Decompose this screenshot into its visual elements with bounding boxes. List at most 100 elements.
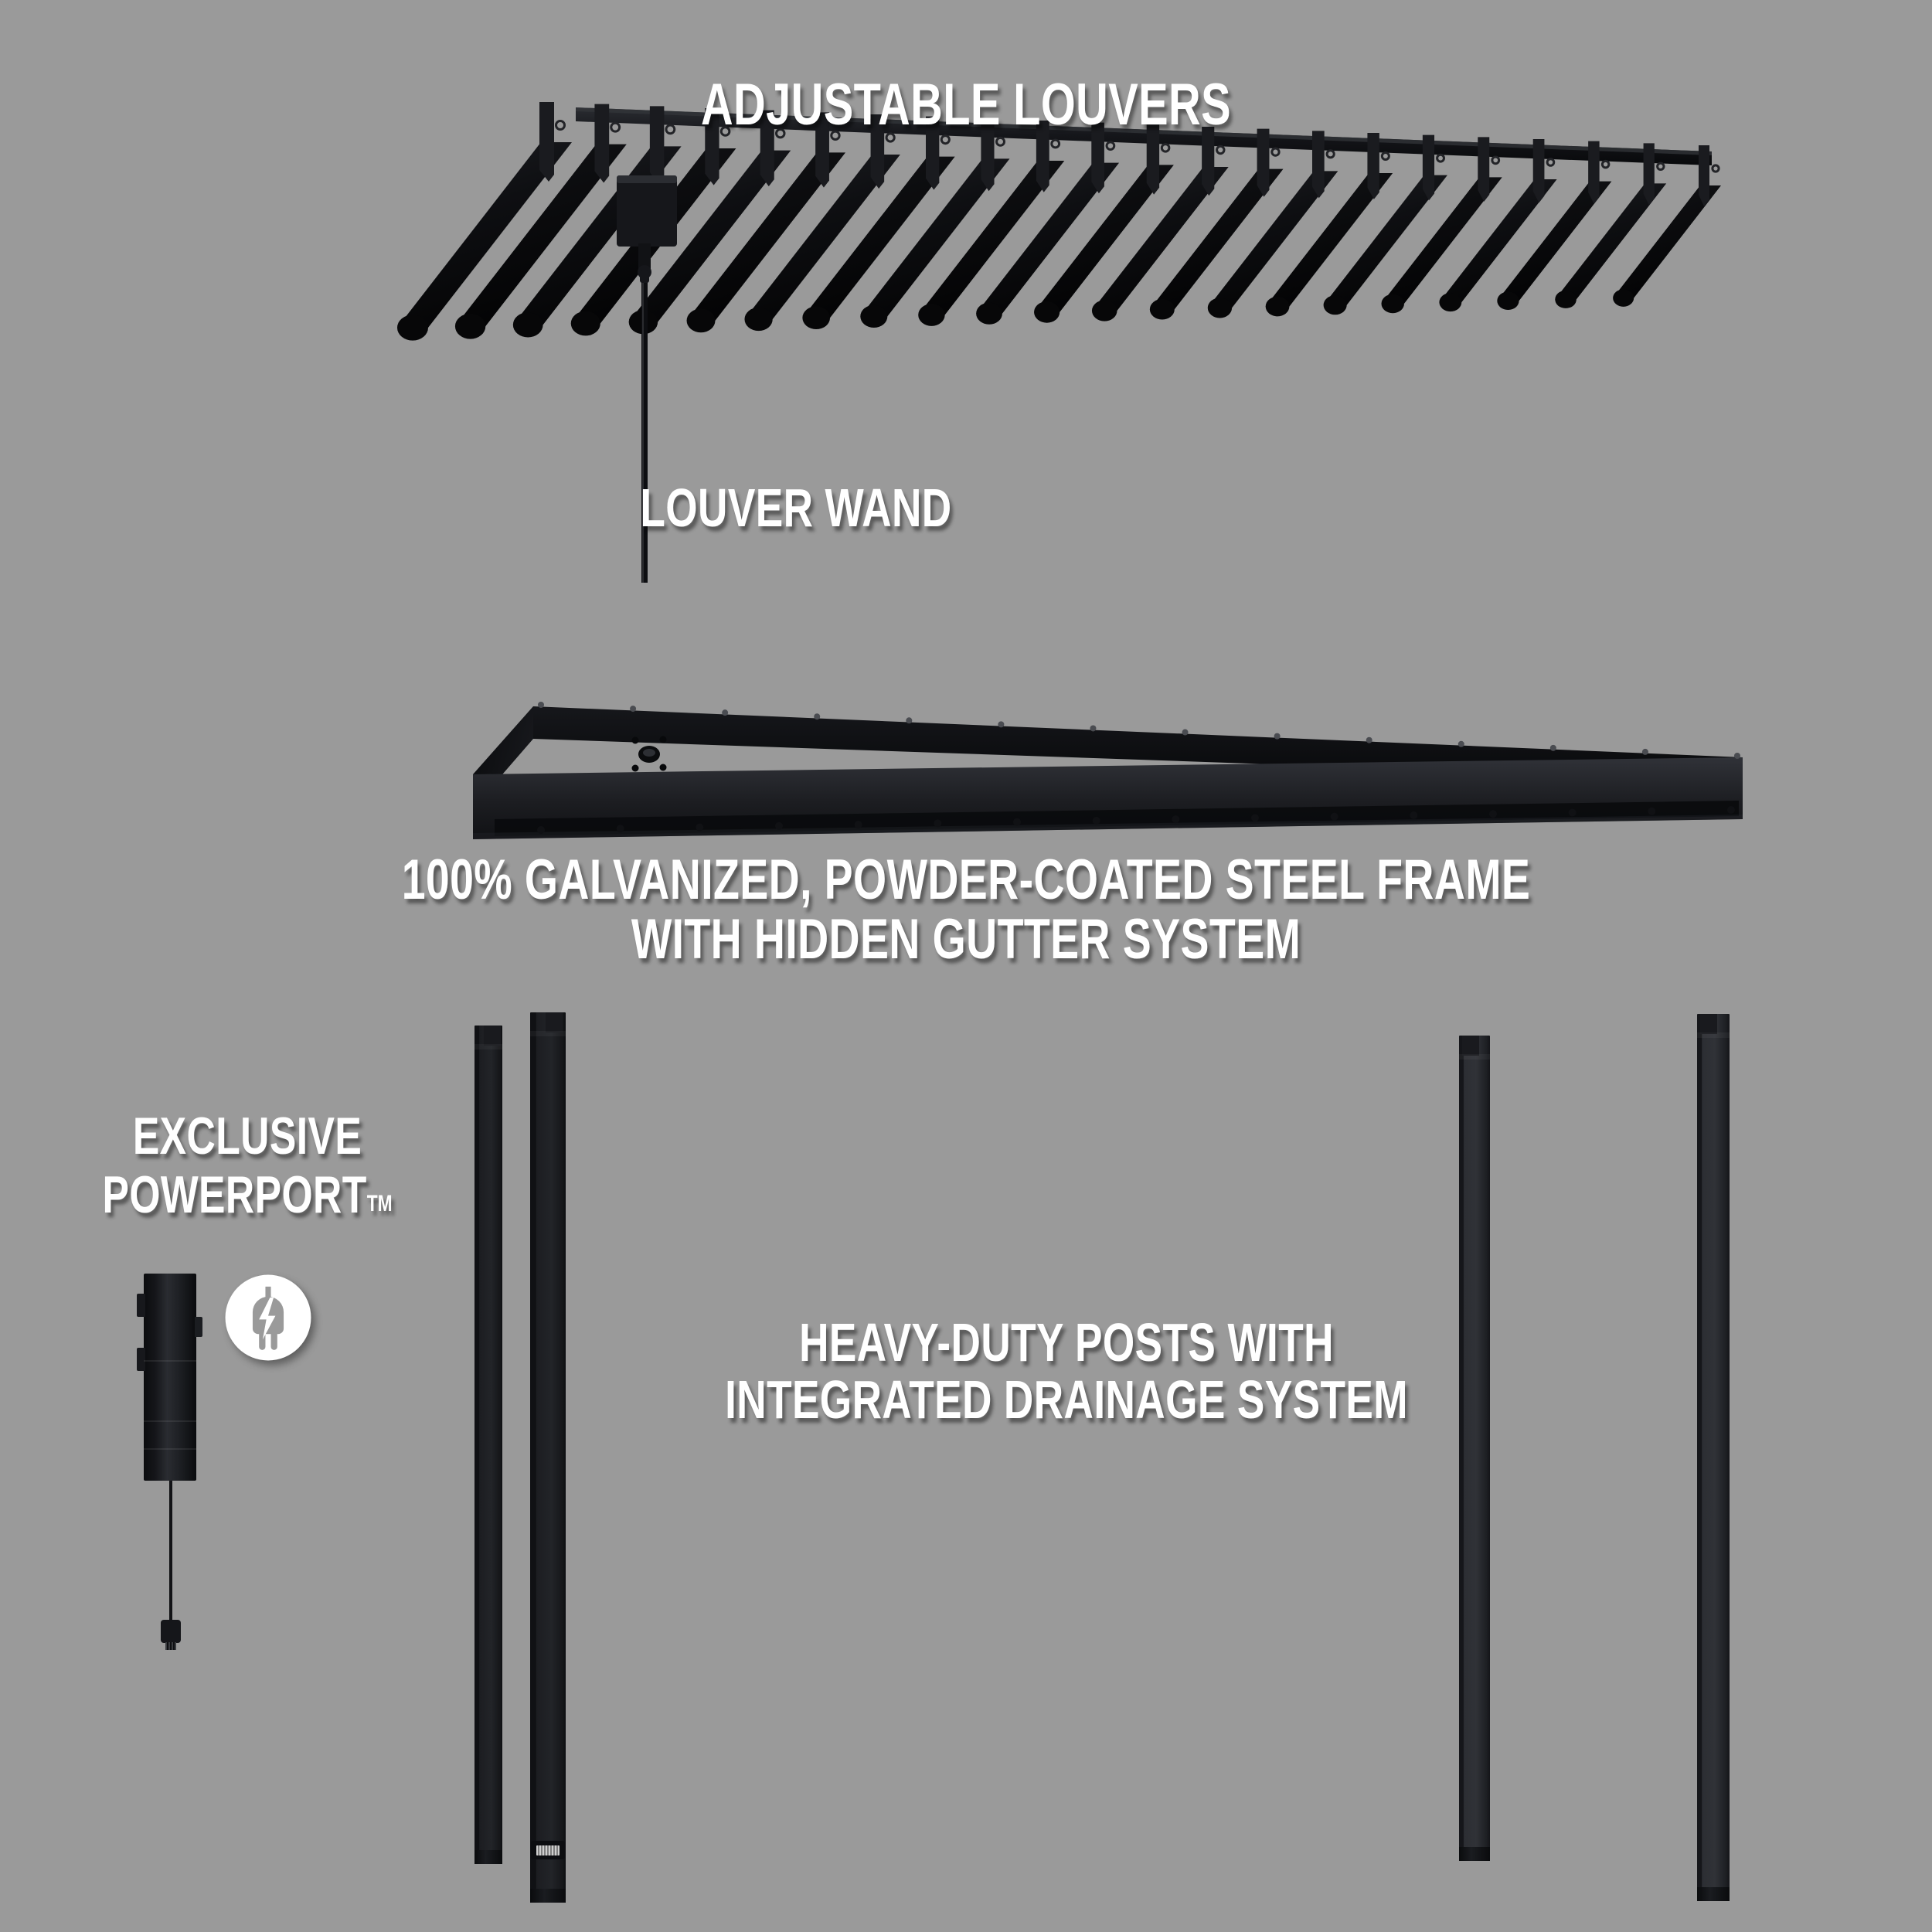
louver-pivot-bracket xyxy=(1478,137,1490,202)
louver-blade-tip xyxy=(397,315,428,341)
frame-bolt xyxy=(630,706,637,713)
powerport-cable xyxy=(169,1481,172,1628)
louver-linkage-pin xyxy=(1546,158,1556,167)
louver-pivot-bracket xyxy=(815,112,829,188)
frame-bolt xyxy=(854,821,862,829)
louver-blade-tip xyxy=(918,304,945,326)
caption-steel-frame: 100% GALVANIZED, POWDER-COATED STEEL FRA… xyxy=(320,850,1612,970)
louver-blade xyxy=(1323,175,1447,305)
louver-linkage-pin xyxy=(1600,159,1611,169)
post-right-front-foot xyxy=(1697,1887,1730,1901)
louver-pivot-bracket xyxy=(649,106,665,185)
post-left-front-foot xyxy=(530,1889,566,1903)
louver-blade-tip xyxy=(1265,296,1290,317)
powerport-seam-upper xyxy=(144,1360,196,1362)
louver-blade-tip xyxy=(1034,301,1060,323)
louver-linkage-pin xyxy=(995,136,1005,147)
louver-blade-tip xyxy=(802,306,831,330)
caption-posts-line1: HEAVY-DUTY POSTS WITH xyxy=(799,1312,1334,1372)
frame-bolt xyxy=(1549,744,1556,751)
post-left-rear-foot xyxy=(474,1850,502,1864)
frame-bolt xyxy=(906,717,913,724)
post-left-front-cap xyxy=(530,1031,566,1036)
frame-bolt xyxy=(1182,729,1189,736)
louver-linkage-pin xyxy=(719,126,731,137)
frame-bolt xyxy=(1090,725,1097,732)
louver-pivot-bracket xyxy=(1202,127,1215,196)
frame-bolt xyxy=(1366,736,1372,743)
caption-heavy-duty-posts: HEAVY-DUTY POSTS WITH INTEGRATED DRAINAG… xyxy=(549,1312,1583,1429)
post-drainage-vent xyxy=(531,1841,565,1859)
louver-blade xyxy=(918,161,1065,315)
steel-frame xyxy=(473,702,1743,839)
caption-powerport-line1: EXCLUSIVE xyxy=(132,1107,362,1165)
louver-blade-tip xyxy=(1555,290,1577,308)
louver-blade-tip xyxy=(512,312,543,338)
louver-pivot-bracket xyxy=(1146,124,1160,195)
frame-bolt xyxy=(1727,806,1735,814)
louver-linkage-pin xyxy=(1491,155,1501,165)
powerport-seam-base xyxy=(144,1448,196,1450)
post-left-rear-body xyxy=(474,1026,502,1864)
louver-linkage-pin xyxy=(1380,151,1390,161)
louver-blade-tip xyxy=(1381,294,1404,314)
louver-pivot-bracket xyxy=(705,108,719,185)
louver-blade xyxy=(397,142,572,328)
frame-bracket-plate xyxy=(631,736,667,772)
post-right-rear-tab xyxy=(1462,1036,1479,1056)
louver-blade xyxy=(802,156,955,318)
powerport-module xyxy=(137,1274,202,1481)
louver-blade xyxy=(1265,173,1393,307)
frame-bolt xyxy=(1274,733,1281,740)
frame-bolt xyxy=(1330,812,1338,821)
post-right-front xyxy=(1697,1014,1730,1901)
frame-bolt xyxy=(1251,814,1259,822)
louver-blade-tip xyxy=(1497,291,1519,311)
louver-linkage-pin xyxy=(1270,147,1281,157)
post-left-rear xyxy=(474,1026,502,1864)
frame-bolt xyxy=(538,702,544,708)
frame-bolt xyxy=(814,713,821,720)
frame-bolt xyxy=(1489,810,1497,818)
frame-bolt xyxy=(1410,811,1418,819)
louver-linkage-pin xyxy=(1436,153,1445,163)
louver-linkage-pin xyxy=(1216,145,1226,155)
powerport-mount-tab-top xyxy=(137,1294,145,1317)
louver-pivot-bracket xyxy=(981,118,995,192)
louver-pivot-bracket xyxy=(1643,143,1655,206)
louver-pivot-bracket xyxy=(926,116,940,190)
louver-pivot-bracket xyxy=(539,102,554,182)
louver-pivot-bracket xyxy=(1257,128,1270,197)
frame-bolt xyxy=(1734,753,1740,759)
louver-linkage-pin xyxy=(1656,162,1665,171)
powerport-module-body xyxy=(144,1274,196,1481)
caption-adjustable-louvers: ADJUSTABLE LOUVERS xyxy=(700,72,1232,138)
louver-linkage-pin xyxy=(830,130,841,141)
post-right-front-tab xyxy=(1700,1014,1717,1034)
frame-bolt xyxy=(1568,808,1577,817)
post-left-front-tab xyxy=(546,1012,563,1032)
louver-wand xyxy=(640,270,649,583)
frame-bolt xyxy=(775,821,783,830)
post-right-rear-cap xyxy=(1459,1054,1490,1060)
post-left-front-body xyxy=(530,1012,566,1903)
louver-blade xyxy=(1497,181,1612,301)
frame-bolt xyxy=(722,709,729,716)
caption-powerport-line2-wrap: POWERPORTTM xyxy=(42,1165,453,1224)
louver-blade-tip xyxy=(686,308,716,333)
louver-pivot-bracket xyxy=(1699,145,1709,206)
louver-blade-tip xyxy=(454,313,486,339)
post-left-rear-tab xyxy=(484,1026,501,1046)
louver-pivot-bracket xyxy=(1422,134,1435,201)
powerport-mount-tab-bottom xyxy=(137,1348,145,1371)
louver-blade xyxy=(1381,177,1502,304)
louver-pivot-bracket xyxy=(760,110,774,187)
louver-assembly xyxy=(397,102,1721,341)
frame-bolt xyxy=(696,823,704,832)
louver-blade xyxy=(1034,165,1174,312)
louver-linkage-pin xyxy=(940,134,951,145)
frame-bolt-row xyxy=(538,702,1740,759)
frame-bolt xyxy=(1092,816,1100,825)
louver-blades xyxy=(397,142,1721,341)
